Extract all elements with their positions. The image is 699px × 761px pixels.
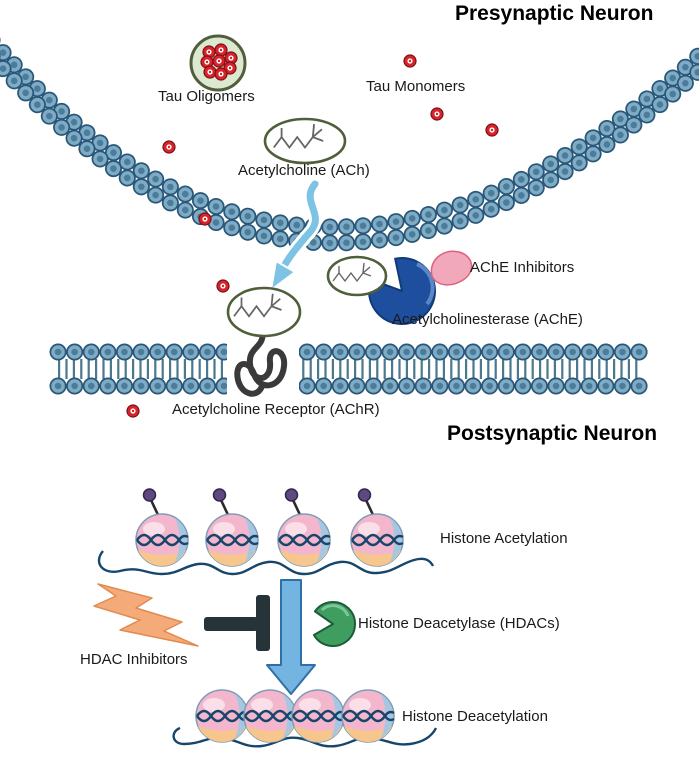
nucleosome-acetylated <box>206 489 258 566</box>
tau-bead-icon <box>212 54 226 68</box>
histone-deacetylation-label: Histone Deacetylation <box>402 708 548 725</box>
tau-monomer-icon <box>430 107 444 121</box>
hdac-highlight <box>320 604 350 617</box>
membrane-bead-row <box>0 40 699 227</box>
tau-monomers-label: Tau Monomers <box>366 78 466 95</box>
presynaptic-neuron-title: Presynaptic Neuron <box>455 2 654 25</box>
nucleosome-deacetylated <box>194 688 250 744</box>
ach-oval-presynaptic <box>263 117 347 165</box>
acetylcholine-label: Acetylcholine (ACh) <box>238 162 370 179</box>
lightning-bolt-icon <box>93 583 199 647</box>
hdac-inhibitors-label: HDAC Inhibitors <box>80 651 188 668</box>
tau-monomer-icon <box>126 404 140 418</box>
ach-oval-receptor <box>226 286 302 338</box>
tau-monomer-icon <box>162 140 176 154</box>
ache-highlight <box>416 262 435 306</box>
ache-inhibitor-icon <box>430 250 473 286</box>
tau-oligomer-vesicle <box>189 34 247 92</box>
tau-monomer-icon <box>485 123 499 137</box>
nucleosome-deacetylated <box>290 688 346 744</box>
inhibition-t-bar <box>204 595 270 651</box>
ache-inhibitors-label: AChE Inhibitors <box>470 259 575 276</box>
t-bar-shaft <box>204 617 258 631</box>
arrow-head <box>269 259 297 293</box>
tau-oligomers-label: Tau Oligomers <box>158 88 255 105</box>
presynaptic-membrane <box>0 40 699 243</box>
nucleosome-acetylated <box>351 489 403 566</box>
nucleosome-deacetylated <box>242 688 298 744</box>
dna-strand-top <box>97 550 435 576</box>
t-bar-head <box>256 595 270 651</box>
tau-bead-icon <box>214 67 228 81</box>
arrow-shaft <box>280 180 319 270</box>
tau-monomer-icon <box>216 279 230 293</box>
tau-bead-icon <box>214 43 228 57</box>
hdacs-label: Histone Deacetylase (HDACs) <box>358 615 560 632</box>
ache-enzyme-icon <box>368 257 436 325</box>
tau-bead-icon <box>203 65 217 79</box>
down-arrow <box>266 579 316 695</box>
tau-monomer-icon <box>198 212 212 226</box>
ach-oval <box>263 117 347 165</box>
ach-oval <box>226 286 302 338</box>
dna-strand-bottom <box>172 726 438 748</box>
nucleosome-acetylated <box>278 489 330 566</box>
nucleosomes-deacetylated <box>194 688 396 744</box>
postsynaptic-neuron-title: Postsynaptic Neuron <box>447 422 658 445</box>
achr-label: Acetylcholine Receptor (AChR) <box>172 401 380 418</box>
tau-monomer-icon <box>403 54 417 68</box>
ache-label: Acetylcholinesterase (AChE) <box>392 311 583 328</box>
hdac-enzyme <box>312 601 356 647</box>
nucleosome-deacetylated <box>340 688 396 744</box>
ach-release-arrow <box>269 177 322 293</box>
ach-oval <box>326 255 388 297</box>
postsynaptic-membrane <box>58 340 642 396</box>
hdac-enzyme-icon <box>312 601 356 647</box>
nucleosomes-acetylated <box>136 489 403 566</box>
ache-complex <box>326 250 473 325</box>
histone-acetylation-label: Histone Acetylation <box>440 530 568 547</box>
nucleosome-acetylated <box>136 489 188 566</box>
